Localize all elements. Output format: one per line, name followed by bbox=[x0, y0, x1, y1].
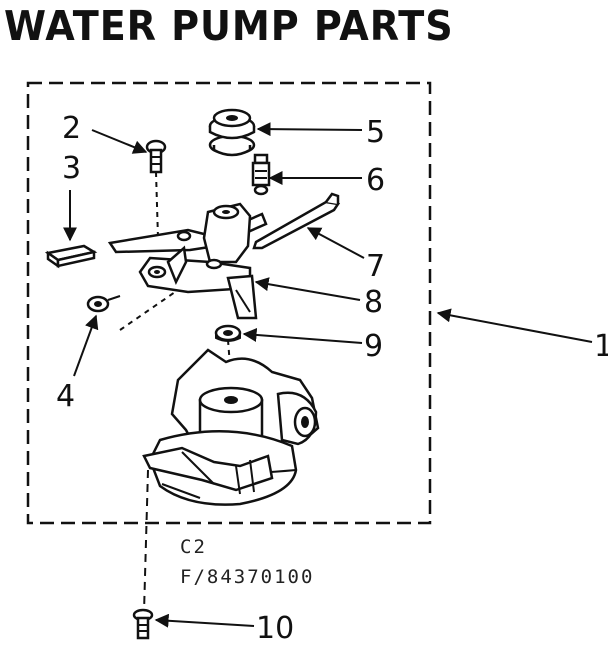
pump-body bbox=[142, 348, 320, 506]
leader-line-2 bbox=[91, 129, 148, 154]
fitting-part bbox=[251, 153, 271, 196]
clip-alignment-line bbox=[119, 289, 179, 331]
assembly-frame bbox=[26, 81, 432, 525]
callout-8: 8 bbox=[364, 285, 383, 320]
bottom-screw-alignment-line bbox=[143, 469, 149, 613]
callout-6: 6 bbox=[366, 163, 385, 198]
callout-9: 9 bbox=[364, 329, 383, 364]
screw-alignment-line bbox=[155, 171, 159, 239]
callout-5: 5 bbox=[366, 115, 385, 150]
callout-3: 3 bbox=[62, 151, 81, 186]
callout-10: 10 bbox=[256, 611, 294, 646]
pulley-part bbox=[208, 108, 256, 157]
leader-line-8 bbox=[254, 277, 361, 301]
pad-part bbox=[44, 244, 98, 269]
callout-2: 2 bbox=[62, 111, 81, 146]
leader-line-1 bbox=[436, 308, 593, 343]
nut-part bbox=[214, 324, 242, 342]
link-part bbox=[252, 192, 341, 250]
leader-line-5 bbox=[256, 122, 363, 137]
callout-7: 7 bbox=[366, 249, 385, 284]
leader-line-10 bbox=[154, 613, 255, 628]
clip-part bbox=[86, 295, 121, 313]
leader-line-4 bbox=[73, 314, 99, 377]
callout-1: 1 bbox=[594, 329, 608, 364]
callout-4: 4 bbox=[56, 379, 75, 414]
page-title: WATER PUMP PARTS bbox=[4, 2, 454, 50]
leader-line-9 bbox=[242, 327, 363, 344]
leader-line-7 bbox=[306, 227, 365, 259]
screw-part bbox=[145, 139, 167, 174]
bracket-part bbox=[107, 202, 268, 320]
bottom-screw-part bbox=[132, 608, 154, 640]
diagram-code-line-1: C2 bbox=[180, 536, 207, 558]
diagram-code-line-2: F/84370100 bbox=[180, 566, 315, 588]
